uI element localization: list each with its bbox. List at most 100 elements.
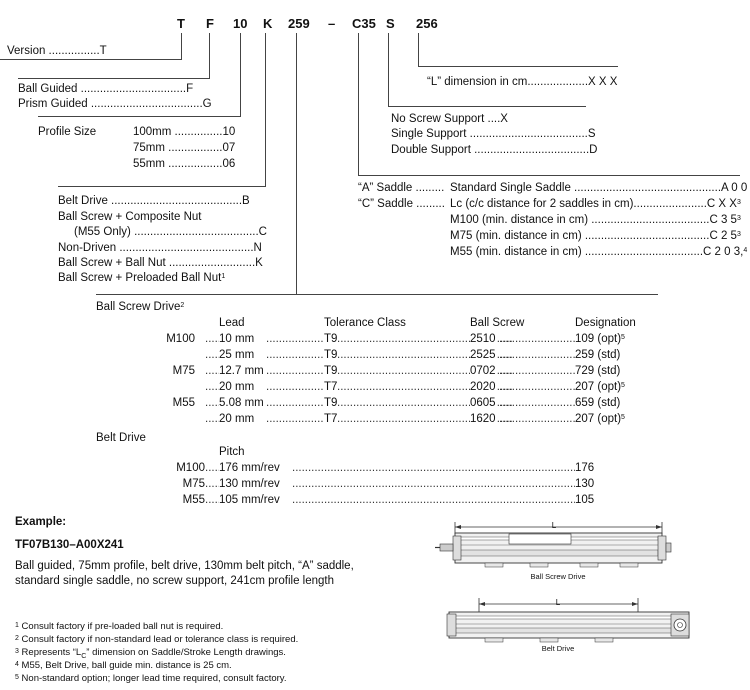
footnote-2: 2 Consult factory if non-standard lead o… xyxy=(15,634,299,645)
belt-row-model: M55 xyxy=(140,494,205,507)
row-designation: 207 (opt)5 xyxy=(575,381,625,394)
saddle-a-value: Standard Single Saddle .................… xyxy=(450,182,748,194)
row-designation: 259 (std) xyxy=(575,349,621,362)
support-none: No Screw Support ....X xyxy=(391,113,508,125)
row-ballscrew: 2510 xyxy=(470,333,496,346)
row-ballscrew: 2020 xyxy=(470,381,496,394)
connector xyxy=(296,294,658,295)
header-designation: Designation xyxy=(575,317,636,329)
code-version: T xyxy=(177,16,185,31)
saddle-m55: M55 (min. distance in cm) ..............… xyxy=(450,246,748,258)
dot-leader: ...................... xyxy=(266,365,337,377)
caption-ball-screw: Ball Screw Drive xyxy=(530,572,585,581)
belt-row-designation: 130 xyxy=(575,478,595,491)
drive-composite: Ball Screw + Composite Nut xyxy=(58,211,202,223)
saddle-c-value: Lc (c/c distance for 2 saddles in cm)...… xyxy=(450,198,741,210)
row-lead: 20 mm xyxy=(219,413,255,426)
connector xyxy=(38,116,241,117)
code-drive: K xyxy=(263,16,273,31)
header-ballscrew: Ball Screw xyxy=(470,317,525,329)
dot-leader: ........................................… xyxy=(337,397,513,409)
row-lead: 12.7 mm xyxy=(219,365,264,378)
dot-leader: ........................................… xyxy=(292,494,593,506)
connector xyxy=(358,33,359,175)
row-lead: 25 mm xyxy=(219,349,255,362)
drive-belt: Belt Drive .............................… xyxy=(58,195,250,207)
caption-belt: Belt Drive xyxy=(542,644,575,653)
row-designation: 659 (std) xyxy=(575,397,621,410)
row-lead: 10 mm xyxy=(219,333,255,346)
ball-screw-drawing xyxy=(435,522,672,568)
belt-row-designation: 176 xyxy=(575,462,595,475)
code-screw: 259 xyxy=(288,16,310,31)
row-lead: 20 mm xyxy=(219,381,255,394)
row-model: M55 xyxy=(140,397,195,410)
belt-row-pitch: 176 mm/rev xyxy=(219,462,280,475)
drive-preloaded: Ball Screw + Preloaded Ball Nut1 xyxy=(58,272,226,284)
connector xyxy=(296,33,297,294)
belt-row-pitch: 105 mm/rev xyxy=(219,494,280,507)
actuator-drawings: L Ball Screw Drive L Belt Drive xyxy=(435,521,690,653)
belt-row-model: M75 xyxy=(140,478,205,491)
code-saddle: C35 xyxy=(352,16,376,31)
connector xyxy=(181,33,182,59)
row-tolerance: T9 xyxy=(324,349,338,362)
dot-leader: ...................... xyxy=(266,349,337,361)
belt-drive-drawing xyxy=(446,598,690,643)
row-ballscrew: 0702 xyxy=(470,365,496,378)
dot-leader: ...................... xyxy=(266,413,337,425)
belt-title: Belt Drive xyxy=(96,432,146,444)
support-single: Single Support .........................… xyxy=(391,128,596,140)
connector xyxy=(0,59,182,60)
support-double: Double Support .........................… xyxy=(391,144,598,156)
version-label: Version ................T xyxy=(7,45,107,57)
guide-prism: Prism Guided ...........................… xyxy=(18,98,212,110)
dim-label-screw: L xyxy=(552,521,557,530)
profile-label: Profile Size xyxy=(38,126,97,138)
connector xyxy=(388,33,389,106)
belt-row-designation: 105 xyxy=(575,494,595,507)
row-model: M75 xyxy=(140,365,195,378)
saddle-m75: M75 (min. distance in cm) ..............… xyxy=(450,230,741,242)
code-length: 256 xyxy=(416,16,438,31)
row-tolerance: T7 xyxy=(324,413,338,426)
saddle-a-label: “A” Saddle ......... xyxy=(358,182,445,194)
dot-leader: ........................................… xyxy=(337,381,513,393)
dot-leader: ........................ xyxy=(499,349,576,361)
example-heading: Example: xyxy=(15,516,67,528)
dot-leader: ........................ xyxy=(499,397,576,409)
row-ballscrew: 1620 xyxy=(470,413,496,426)
drive-composite-m55: (M55 Only) .............................… xyxy=(74,226,267,238)
connector xyxy=(388,106,586,107)
row-tolerance: T9 xyxy=(324,333,338,346)
dot-leader: ........................ xyxy=(499,381,576,393)
row-designation: 207 (opt)5 xyxy=(575,413,625,426)
code-guide: F xyxy=(206,16,214,31)
guide-ball: Ball Guided ............................… xyxy=(18,83,194,95)
profile-75: 75mm .................07 xyxy=(133,142,236,154)
footnote-4: 4 M55, Belt Drive, ball guide min. dista… xyxy=(15,660,232,671)
connector xyxy=(58,186,266,187)
header-tolerance: Tolerance Class xyxy=(324,317,406,329)
row-designation: 729 (std) xyxy=(575,365,621,378)
code-dash: – xyxy=(328,16,336,31)
example-line1: Ball guided, 75mm profile, belt drive, 1… xyxy=(15,560,354,572)
row-designation: 109 (opt)5 xyxy=(575,333,625,346)
row-model: M100 xyxy=(140,333,195,346)
saddle-m100: M100 (min. distance in cm) .............… xyxy=(450,214,741,226)
dot-leader: ...................... xyxy=(266,381,337,393)
dot-leader: ........................ xyxy=(499,413,576,425)
length-label: “L” dimension in cm...................X … xyxy=(427,76,618,88)
footnote-5: 5 Non-standard option; longer lead time … xyxy=(15,673,287,684)
dot-leader: ........................................… xyxy=(337,413,513,425)
row-lead: 5.08 mm xyxy=(219,397,264,410)
dot-leader: ........................................… xyxy=(292,478,593,490)
belt-row-pitch: 130 mm/rev xyxy=(219,478,280,491)
footnote-3: 3 Represents “LC” dimension on Saddle/St… xyxy=(15,647,286,660)
belt-row-model: M100 xyxy=(140,462,205,475)
header-lead: Lead xyxy=(219,317,245,329)
row-tolerance: T7 xyxy=(324,381,338,394)
row-ballscrew: 2525 xyxy=(470,349,496,362)
connector xyxy=(265,33,266,186)
dot-leader: ...................... xyxy=(266,397,337,409)
